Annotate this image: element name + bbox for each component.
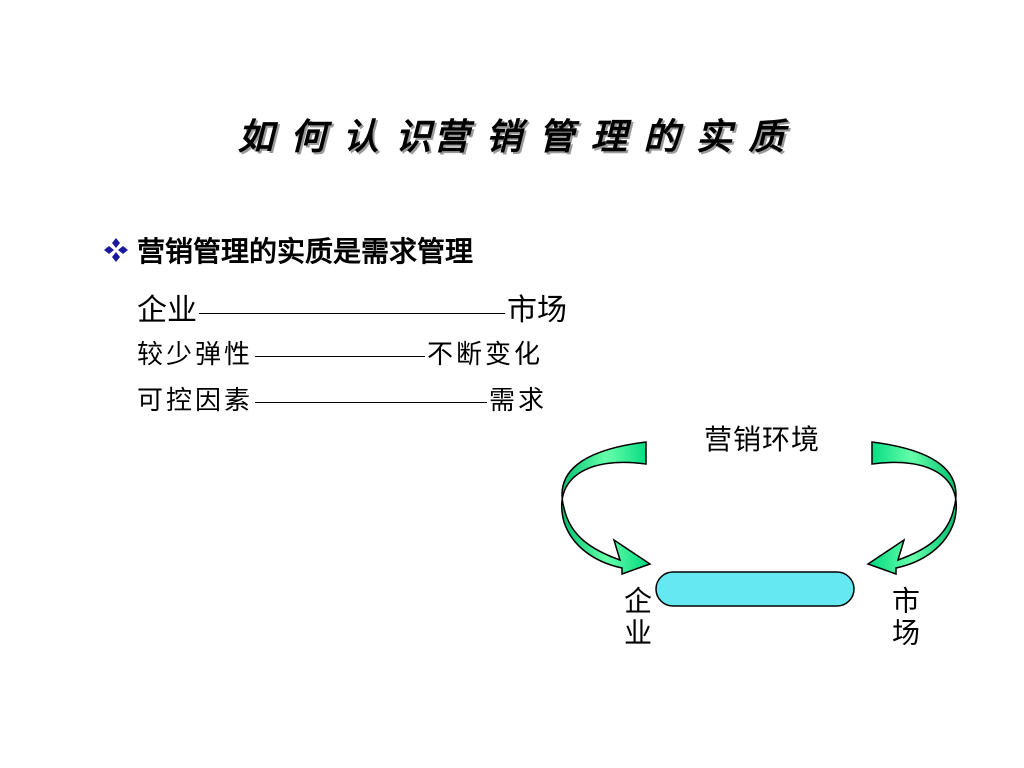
- enterprise-market-capsule: [655, 571, 855, 607]
- bullet-text: 营销管理的实质是需求管理: [137, 235, 474, 268]
- slide-title: 如 何 认 识营 销 管 理 的 实 质: [237, 117, 787, 158]
- connector-line: [255, 402, 488, 403]
- left-curved-arrow: [561, 441, 652, 576]
- pair-left-text: 可控因素: [137, 386, 254, 416]
- connector-line: [255, 356, 426, 357]
- connector-line: [199, 313, 505, 314]
- pair-left-text: 企业: [137, 293, 197, 328]
- pair-right-text: 市场: [507, 293, 567, 328]
- pair-row-enterprise-market: 企业 市场: [137, 285, 567, 329]
- pair-right-text: 不断变化: [427, 340, 544, 370]
- environment-label: 营销环境: [704, 423, 821, 456]
- pair-left-text: 较少弹性: [137, 340, 254, 370]
- market-label: 市场: [888, 586, 921, 650]
- enterprise-label: 企业: [620, 586, 653, 650]
- marketing-environment-diagram: 营销环境 企业 市场: [540, 410, 980, 710]
- right-curved-arrow: [866, 441, 957, 576]
- diamond-bullet-icon: [104, 238, 128, 262]
- pair-right-text: 需求: [489, 386, 548, 416]
- pair-row-controllable-demand: 可控因素 需求: [137, 380, 547, 417]
- pair-row-elasticity-change: 较少弹性 不断变化: [137, 334, 543, 371]
- bullet-point: 营销管理的实质是需求管理: [103, 230, 473, 270]
